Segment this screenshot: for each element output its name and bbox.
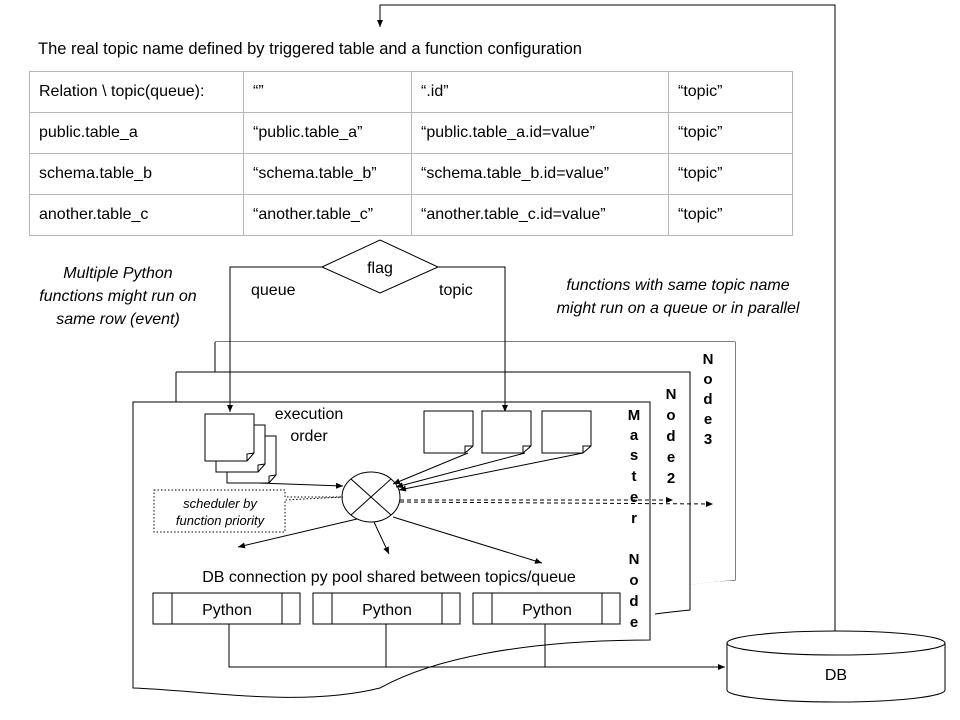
- table-header-cell: Relation \ topic(queue):: [29, 71, 244, 113]
- node3-label: N o d e 3: [703, 351, 714, 448]
- table-cell: “public.table_a.id=value”: [411, 112, 669, 154]
- table-cell: “another.table_c.id=value”: [411, 194, 669, 236]
- svg-text:o: o: [703, 371, 712, 388]
- table-header-cell: “.id”: [411, 71, 669, 113]
- table-cell: “another.table_c”: [243, 194, 412, 236]
- table-cell: public.table_a: [29, 112, 244, 154]
- svg-text:functions with same topic name: functions with same topic name: [566, 277, 789, 294]
- svg-text:N: N: [629, 551, 640, 568]
- flag-label: flag: [367, 260, 393, 277]
- queue-branch-line: [227, 266, 322, 412]
- svg-text:might run on a queue or in par: might run on a queue or in parallel: [557, 300, 800, 317]
- scheduler-node: [341, 471, 401, 523]
- table-header-cell: “topic”: [668, 71, 793, 113]
- svg-text:N: N: [703, 351, 714, 368]
- execution-order-label: execution: [275, 406, 344, 423]
- flag-decision: flag: [320, 239, 440, 294]
- queue-label: queue: [251, 282, 296, 299]
- topic-function-doc: [541, 410, 592, 454]
- python-process: Python: [312, 592, 461, 625]
- table-cell: “topic”: [668, 112, 793, 154]
- svg-text:e: e: [704, 411, 712, 428]
- table-cell: schema.table_b: [29, 153, 244, 195]
- svg-text:Python: Python: [202, 602, 252, 619]
- svg-text:t: t: [632, 468, 637, 485]
- scheduler-to-pool-arrow: [373, 521, 390, 555]
- table-cell: “schema.table_b”: [243, 153, 412, 195]
- table-cell: “topic”: [668, 194, 793, 236]
- node2-label: N o d e 2: [666, 386, 677, 487]
- svg-text:d: d: [629, 593, 638, 610]
- queue-to-scheduler-arrow: [257, 482, 344, 489]
- python-process: Python: [472, 592, 621, 625]
- svg-text:d: d: [666, 428, 675, 445]
- table-cell: “public.table_a”: [243, 112, 412, 154]
- table-cell: “topic”: [668, 153, 793, 195]
- scheduler-to-pool-arrow: [392, 516, 543, 564]
- scheduler-callout: [153, 489, 344, 533]
- queued-functions-stack: [204, 413, 277, 484]
- svg-text:N: N: [666, 386, 677, 403]
- database-cylinder: DB: [726, 630, 946, 703]
- svg-text:e: e: [630, 489, 638, 506]
- svg-text:o: o: [629, 572, 638, 589]
- topic-function-doc: [481, 410, 532, 454]
- table-row: another.table_c “another.table_c” “anoth…: [29, 194, 793, 236]
- svg-text:3: 3: [704, 431, 712, 448]
- svg-text:same row (event): same row (event): [56, 311, 180, 328]
- table-row: schema.table_b “schema.table_b” “schema.…: [29, 153, 793, 195]
- svg-text:s: s: [630, 447, 638, 464]
- svg-text:functions might run on: functions might run on: [39, 288, 197, 305]
- svg-text:Multiple Python: Multiple Python: [63, 265, 172, 282]
- svg-text:d: d: [703, 391, 712, 408]
- topic-to-scheduler-arrow: [392, 452, 469, 485]
- right-note: functions with same topic name might run…: [557, 277, 800, 317]
- db-label: DB: [825, 667, 847, 684]
- svg-text:e: e: [630, 614, 638, 631]
- svg-text:o: o: [666, 407, 675, 424]
- execution-order-label: order: [290, 428, 328, 445]
- svg-text:2: 2: [667, 470, 675, 487]
- topic-label: topic: [439, 282, 473, 299]
- svg-text:M: M: [628, 407, 641, 424]
- topic-branch-line: [438, 266, 508, 412]
- python-to-db-line: [228, 624, 725, 670]
- svg-text:r: r: [631, 510, 637, 527]
- scheduler-to-pool-arrow: [237, 518, 358, 549]
- db-feedback-line: [377, 4, 836, 633]
- svg-text:a: a: [630, 427, 639, 444]
- diagram-title: The real topic name defined by triggered…: [38, 40, 582, 58]
- python-process: Python: [152, 592, 301, 625]
- table-header-row: Relation \ topic(queue): “” “.id” “topic…: [29, 71, 793, 113]
- table-row: public.table_a “public.table_a” “public.…: [29, 112, 793, 154]
- left-note: Multiple Python functions might run on s…: [39, 265, 197, 328]
- svg-text:Python: Python: [362, 602, 412, 619]
- topic-to-scheduler-arrow: [395, 452, 526, 489]
- topic-function-doc: [423, 410, 474, 454]
- scheduler-label: function priority: [176, 513, 266, 528]
- pool-label: DB connection py pool shared between top…: [202, 569, 576, 586]
- svg-text:e: e: [667, 449, 675, 466]
- topic-table: Relation \ topic(queue): “” “.id” “topic…: [29, 71, 793, 236]
- topic-to-scheduler-arrow: [398, 452, 584, 492]
- master-node-label: M a s t e r N o d e: [628, 407, 641, 631]
- scheduler-to-node3-arrow: [399, 500, 714, 507]
- table-cell: another.table_c: [29, 194, 244, 236]
- svg-text:Python: Python: [522, 602, 572, 619]
- scheduler-label: scheduler by: [183, 496, 258, 511]
